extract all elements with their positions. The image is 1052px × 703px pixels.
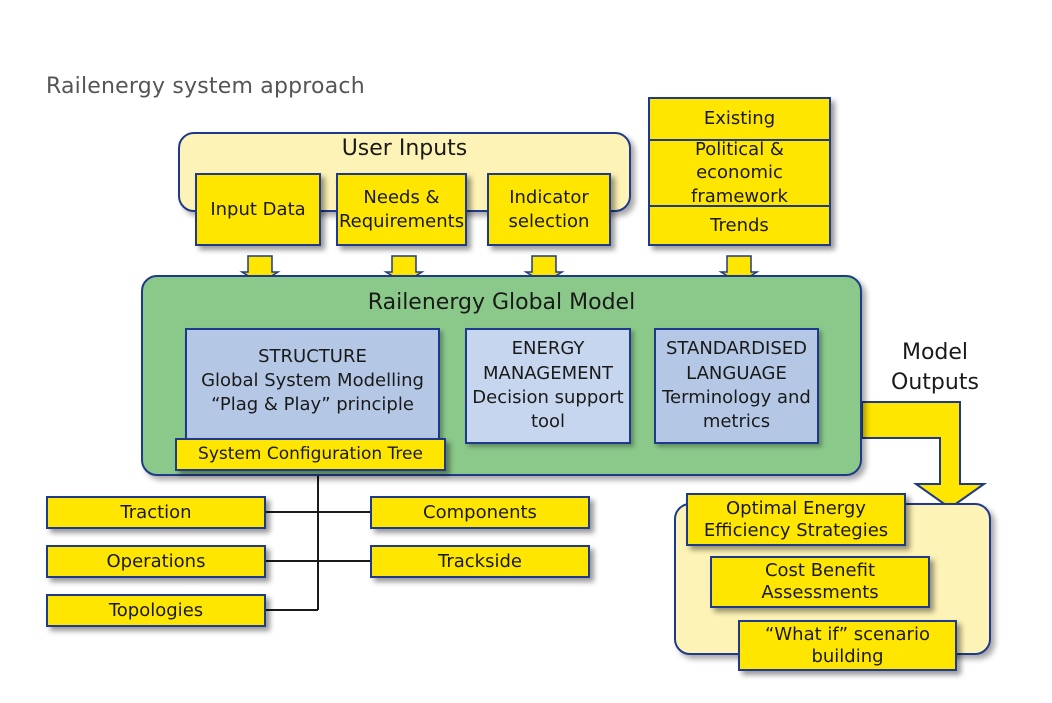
- context-stack: Existing Political & economic framework …: [648, 97, 831, 246]
- system-configuration-tree-box: System Configuration Tree: [175, 438, 446, 471]
- existing-cell: Existing: [703, 108, 776, 130]
- indicator-selection-box: Indicator selection: [487, 173, 611, 246]
- arrow-model-outputs: [861, 401, 988, 510]
- components-box: Components: [370, 496, 590, 529]
- global-model-heading: Railenergy Global Model: [367, 290, 636, 315]
- page-title: Railenergy system approach: [46, 74, 365, 99]
- context-divider: [650, 139, 829, 141]
- optimal-energy-box: Optimal Energy Efficiency Strategies: [686, 493, 906, 546]
- context-divider: [650, 205, 829, 207]
- structure-box: STRUCTURE Global System Modelling “Plag …: [185, 328, 440, 444]
- standardised-language-box: STANDARDISED LANGUAGE Terminology and me…: [654, 328, 819, 444]
- what-if-box: “What if” scenario building: [738, 620, 957, 671]
- topologies-box: Topologies: [46, 594, 266, 627]
- needs-requirements-box: Needs & Requirements: [336, 173, 467, 246]
- cost-benefit-box: Cost Benefit Assessments: [710, 556, 930, 608]
- trackside-box: Trackside: [370, 545, 590, 578]
- traction-box: Traction: [46, 496, 266, 529]
- trends-cell: Trends: [710, 214, 769, 236]
- operations-box: Operations: [46, 545, 266, 578]
- user-inputs-heading: User Inputs: [341, 136, 468, 161]
- input-data-box: Input Data: [195, 173, 321, 246]
- energy-management-box: ENERGY MANAGEMENT Decision support tool: [465, 328, 631, 444]
- political-economic-cell: Political & economic framework: [691, 138, 788, 207]
- model-outputs-label: Model Outputs: [891, 340, 979, 395]
